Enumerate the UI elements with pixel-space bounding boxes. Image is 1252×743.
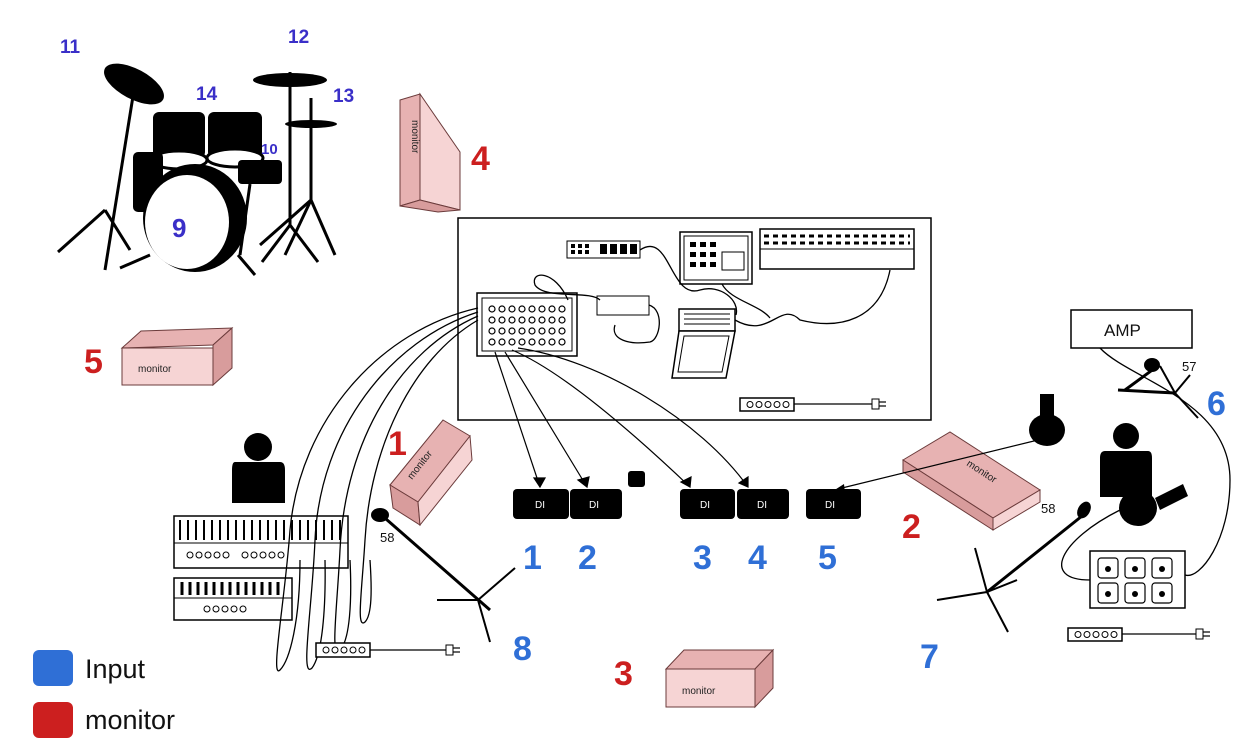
drum-number-hihat: 13 xyxy=(333,86,354,107)
drum-kit: 11 12 13 14 10 9 xyxy=(57,27,354,276)
mic-8-model: 58 xyxy=(380,530,394,545)
di-row: DI DI DI DI DI 1 2 3 4 5 xyxy=(513,471,861,577)
di-box-4-label: DI xyxy=(757,500,767,511)
legend-monitor-swatch xyxy=(33,702,73,738)
legend-monitor-label: monitor xyxy=(85,705,175,735)
di-box-3 xyxy=(680,489,735,519)
di-box-1-label: DI xyxy=(535,500,545,511)
monitor-3-label: monitor xyxy=(682,686,716,697)
input-1-number: 1 xyxy=(523,539,542,577)
mic-7-model: 58 xyxy=(1041,501,1055,516)
input-2-number: 2 xyxy=(578,539,597,577)
input-5-number: 5 xyxy=(818,539,837,577)
vocal-mic-7: 58 7 xyxy=(920,501,1091,676)
di-box-4 xyxy=(737,489,789,519)
amp-box xyxy=(1070,309,1193,349)
monitor-1-number: 1 xyxy=(388,425,407,463)
input-4-number: 4 xyxy=(748,539,767,577)
vocal-mic-8: 58 8 xyxy=(371,508,532,668)
monitor-4-number: 4 xyxy=(471,140,490,178)
monitor-5-label: monitor xyxy=(138,364,172,375)
monitor-4-label: monitor xyxy=(409,120,420,154)
keyboard-player xyxy=(173,307,479,672)
monitor-3-number: 3 xyxy=(614,655,633,693)
legend-input-label: Input xyxy=(85,654,146,684)
instrument-player-5 xyxy=(833,394,1065,493)
monitor-2-number: 2 xyxy=(902,508,921,546)
input-8-number: 8 xyxy=(513,630,532,668)
di-box-2 xyxy=(570,489,622,519)
di-box-5-label: DI xyxy=(825,500,835,511)
amp-label: AMP xyxy=(1104,321,1141,340)
input-6-number: 6 xyxy=(1207,385,1226,423)
di-box-5 xyxy=(806,489,861,519)
monitor-3: monitor 3 xyxy=(614,648,775,709)
drum-number-toms: 14 xyxy=(196,84,218,105)
amp-mic-model: 57 xyxy=(1182,359,1196,374)
legend: Input monitor xyxy=(33,650,175,738)
monitor-5: monitor 5 xyxy=(84,326,234,387)
input-3-number: 3 xyxy=(693,539,712,577)
monitor-1: monitor 1 xyxy=(388,419,473,527)
crash-cymbal xyxy=(104,63,164,105)
monitor-4: monitor 4 xyxy=(399,92,490,213)
di-cables xyxy=(494,347,749,489)
drum-number-floor-tom: 10 xyxy=(261,141,278,158)
di-box-1 xyxy=(513,489,569,519)
monitor-5-number: 5 xyxy=(84,343,103,381)
drum-number-cymbal-left: 11 xyxy=(60,37,81,58)
monitor-2: monitor 2 xyxy=(902,431,1041,546)
input-7-number: 7 xyxy=(920,638,939,676)
legend-input-swatch xyxy=(33,650,73,686)
di-box-3-label: DI xyxy=(700,500,710,511)
drum-number-cymbal-right: 12 xyxy=(288,27,309,48)
drum-number-kick: 9 xyxy=(172,213,186,243)
di-box-2-label: DI xyxy=(589,500,599,511)
amp-area: AMP 57 6 xyxy=(1061,309,1231,642)
control-area xyxy=(457,217,932,421)
